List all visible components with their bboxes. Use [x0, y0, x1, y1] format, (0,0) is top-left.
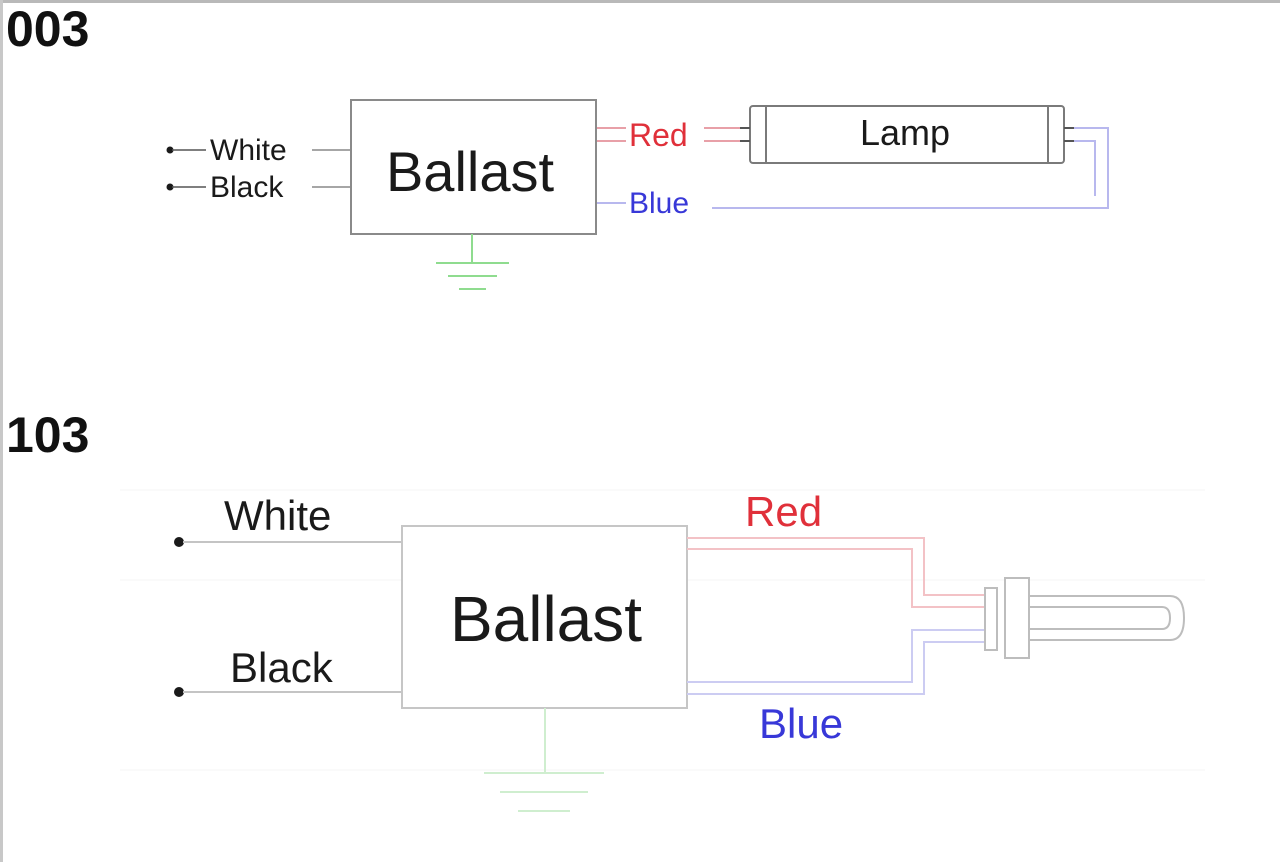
lamp-tube-inner — [1029, 606, 1172, 630]
ballast-box — [401, 525, 688, 709]
black-terminal-dot — [166, 183, 174, 191]
lamp-tube — [749, 105, 1065, 164]
lamp-base-left — [984, 587, 998, 651]
red-wire-inner — [687, 548, 985, 608]
red-wire-label: Red — [745, 488, 822, 535]
lamp-base-right — [1004, 577, 1030, 659]
lamp-tube-outer — [1029, 595, 1186, 641]
ballast-box — [350, 99, 597, 235]
black-wire-label: Black — [230, 644, 334, 691]
diagram-code-003: 003 — [6, 1, 90, 57]
ballast-label: Ballast — [450, 583, 642, 655]
red-wire-label: Red — [629, 117, 688, 153]
blue-wire-inner — [687, 629, 985, 683]
blue-wire-outer — [687, 641, 985, 695]
diagram-003: White Black Ballast Red Lamp Blue — [166, 99, 1109, 290]
white-wire-label: White — [224, 492, 331, 539]
diagram-code-103: 103 — [6, 407, 90, 463]
red-wire-outer — [687, 537, 985, 596]
window-top-border — [0, 0, 1280, 3]
black-terminal-dot — [174, 687, 184, 697]
blue-wire-inner — [1074, 140, 1096, 196]
white-terminal-dot — [174, 537, 184, 547]
blue-wire-outer — [712, 127, 1109, 209]
diagram-103: White Black Ballast Red Blue — [120, 488, 1205, 812]
white-terminal-dot — [166, 146, 174, 154]
lamp-label: Lamp — [860, 112, 950, 153]
white-wire-label: White — [210, 134, 287, 167]
ballast-label: Ballast — [386, 140, 555, 203]
black-wire-label: Black — [210, 171, 284, 204]
window-left-border — [0, 0, 3, 862]
blue-wire-label: Blue — [629, 187, 689, 220]
compact-lamp-icon — [984, 577, 1186, 659]
blue-wire-label: Blue — [759, 700, 843, 747]
